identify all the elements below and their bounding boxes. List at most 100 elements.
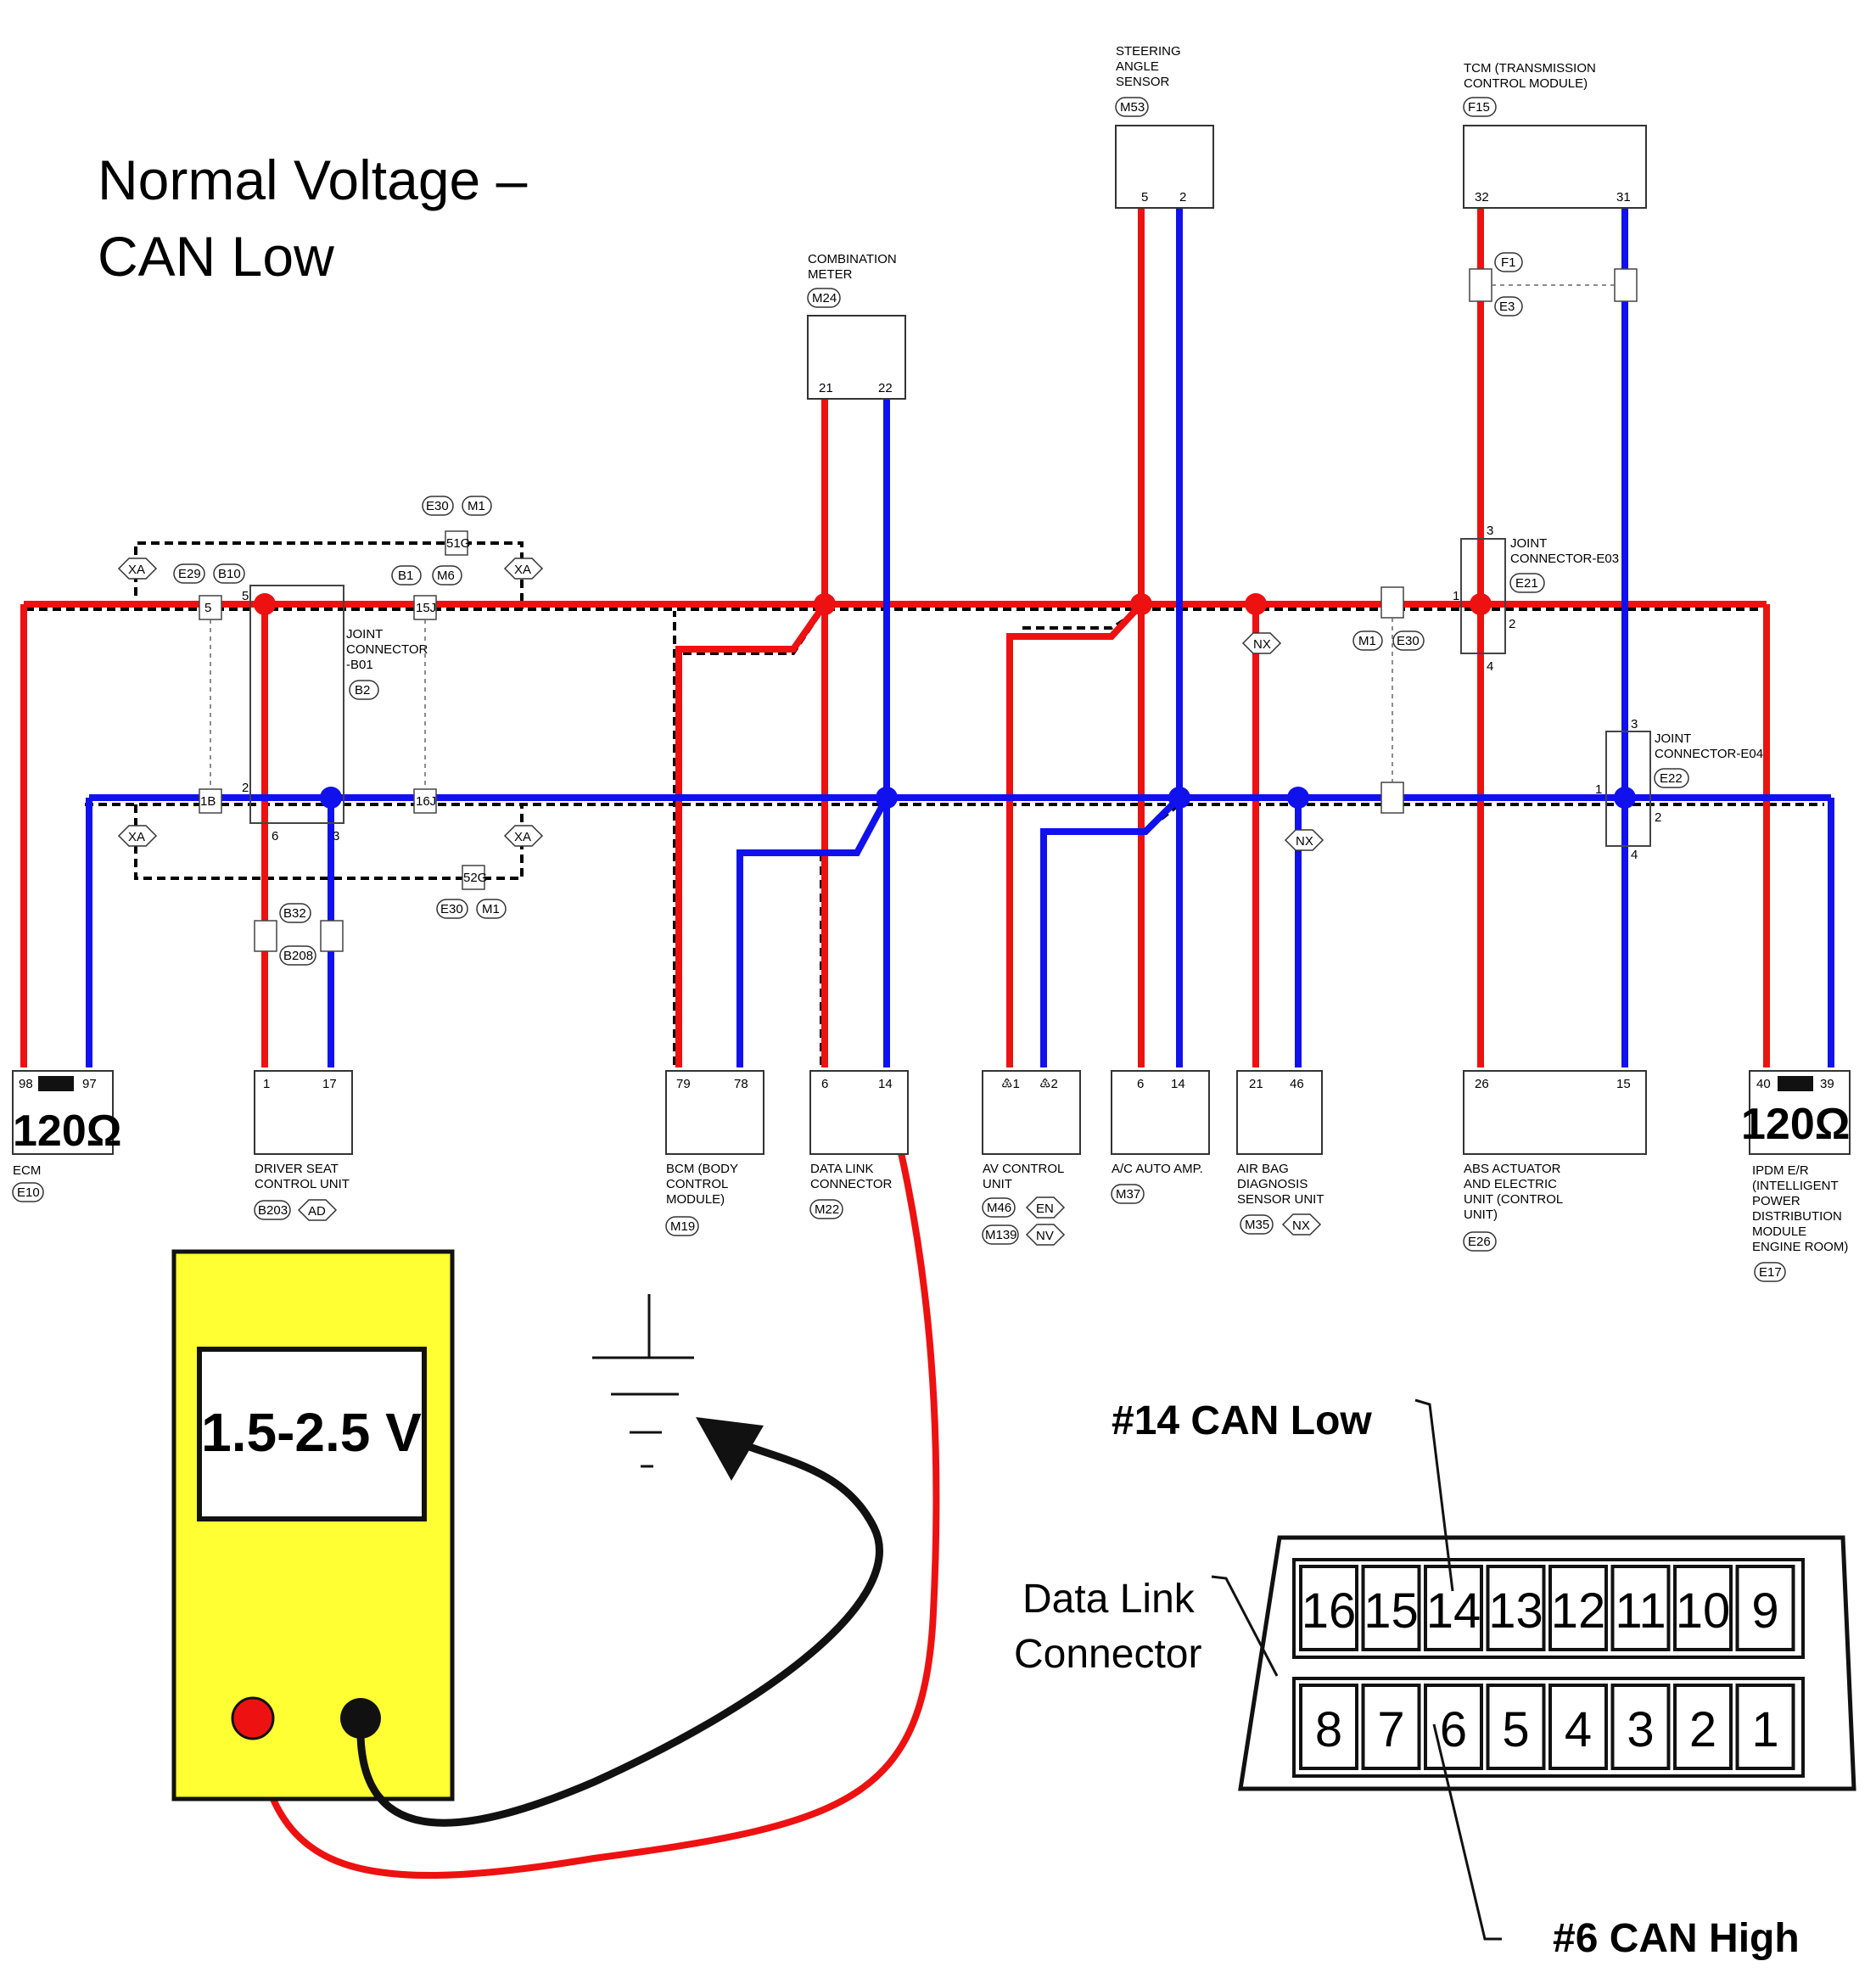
svg-text:16J: 16J: [416, 794, 436, 809]
svg-text:E22: E22: [1660, 771, 1683, 786]
svg-text:2: 2: [1655, 810, 1661, 825]
svg-text:40: 40: [1756, 1077, 1771, 1091]
svg-text:SENSOR: SENSOR: [1116, 75, 1170, 89]
dlc-pin-cell: [1735, 1565, 1795, 1651]
svg-text:ECM: ECM: [13, 1163, 41, 1178]
svg-text:UNIT (CONTROL: UNIT (CONTROL: [1464, 1192, 1563, 1207]
svg-text:XA: XA: [128, 830, 145, 844]
ecm-module: 98 97 120Ω ECM E10: [12, 1070, 121, 1202]
svg-text:MODULE: MODULE: [1752, 1224, 1806, 1239]
svg-text:E3: E3: [1499, 300, 1515, 314]
ipdm-resistor-label: 120Ω: [1741, 1100, 1850, 1149]
red-probe-lead: [251, 1101, 940, 1879]
svg-text:1B: 1B: [200, 794, 216, 809]
svg-text:6: 6: [1137, 1077, 1144, 1091]
svg-text:E17: E17: [1759, 1265, 1782, 1280]
svg-text:ENGINE ROOM): ENGINE ROOM): [1752, 1240, 1848, 1254]
svg-text:3: 3: [333, 829, 339, 843]
bcm-module: 79 78 BCM (BODY CONTROL MODULE) M19: [665, 1070, 764, 1236]
svg-text:46: 46: [1290, 1077, 1304, 1091]
svg-text:ANGLE: ANGLE: [1116, 59, 1159, 74]
dlc-pin-number: 9: [1751, 1583, 1778, 1639]
dlc-pin-cell: [1735, 1684, 1795, 1770]
svg-text:17: 17: [322, 1077, 337, 1091]
svg-text:22: 22: [878, 381, 893, 395]
svg-text:M19: M19: [670, 1219, 695, 1234]
junction-dot: [876, 787, 898, 809]
svg-text:M6: M6: [437, 569, 455, 583]
svg-text:CONNECTOR: CONNECTOR: [810, 1177, 893, 1191]
dlc-pin-cell: [1673, 1684, 1733, 1770]
svg-text:AIR BAG: AIR BAG: [1237, 1162, 1289, 1176]
svg-text:79: 79: [676, 1077, 691, 1091]
dlc-pin-number: 14: [1426, 1583, 1481, 1639]
junction-dot: [814, 593, 836, 615]
title-line-2: CAN Low: [98, 225, 334, 288]
title-line-1: Normal Voltage –: [98, 148, 528, 211]
svg-text:CONTROL MODULE): CONTROL MODULE): [1464, 76, 1588, 91]
joint-connector-b01: JOINT CONNECTOR -B01 B2 5 2 6 3: [242, 585, 428, 843]
air-bag-diagnosis-sensor-unit: 21 46 AIR BAG DIAGNOSIS SENSOR UNIT M35 …: [1236, 1070, 1324, 1236]
multimeter-display: [197, 1347, 427, 1521]
svg-text:E26: E26: [1468, 1235, 1491, 1249]
svg-text:XA: XA: [128, 563, 145, 577]
svg-text:NX: NX: [1292, 1219, 1310, 1233]
svg-text:XA: XA: [514, 830, 531, 844]
svg-text:15J: 15J: [416, 601, 436, 615]
junction-dots: [254, 593, 1636, 809]
svg-text:M1: M1: [468, 499, 485, 513]
ac-auto-amp: 6 14 A/C AUTO AMP. M37: [1111, 1070, 1210, 1204]
svg-text:1: 1: [1595, 782, 1602, 797]
svg-text:E21: E21: [1515, 576, 1538, 591]
svg-text:21: 21: [819, 381, 833, 395]
abs-actuator-unit: 26 15 ABS ACTUATOR AND ELECTRIC UNIT (CO…: [1463, 1070, 1647, 1252]
dlc-pin-cell: [1673, 1565, 1733, 1651]
callout-leaders: [1211, 1398, 1502, 1941]
svg-text:98: 98: [19, 1077, 33, 1091]
svg-text:CONTROL UNIT: CONTROL UNIT: [255, 1177, 350, 1191]
svg-text:(INTELLIGENT: (INTELLIGENT: [1752, 1179, 1839, 1193]
svg-text:B1: B1: [398, 569, 413, 583]
joint-connector-e04: JOINT CONNECTOR-E04 E22 1 2 3 4: [1595, 717, 1763, 862]
svg-text:ABS ACTUATOR: ABS ACTUATOR: [1464, 1162, 1561, 1176]
junction-dot: [1168, 787, 1190, 809]
dlc-pin-number: 1: [1751, 1702, 1778, 1757]
svg-text:BCM (BODY: BCM (BODY: [666, 1162, 738, 1176]
dlc-pin-cell: [1548, 1565, 1608, 1651]
harness-tags: XA XA XA XA E29 B10 B1 M6 E30 M1 51G 52G…: [117, 496, 1425, 966]
svg-text:E29: E29: [178, 567, 201, 581]
svg-text:AND ELECTRIC: AND ELECTRIC: [1464, 1177, 1557, 1191]
dlc-pin-cell: [1361, 1684, 1421, 1770]
svg-text:DIAGNOSIS: DIAGNOSIS: [1237, 1177, 1308, 1191]
svg-text:UNIT): UNIT): [1464, 1208, 1498, 1222]
svg-text:6: 6: [272, 829, 278, 843]
red-probe-jack: [231, 1696, 275, 1740]
svg-text:MODULE): MODULE): [666, 1192, 725, 1207]
multimeter-body: [171, 1249, 455, 1801]
svg-text:14: 14: [1171, 1077, 1185, 1091]
arrow-icon: [696, 1417, 764, 1481]
svg-text:97: 97: [82, 1077, 97, 1091]
junction-dot: [1614, 787, 1636, 809]
dlc-pin-cell: [1548, 1684, 1608, 1770]
junction-dot: [1470, 593, 1492, 615]
svg-text:DATA LINK: DATA LINK: [810, 1162, 873, 1176]
svg-text:-B01: -B01: [346, 658, 373, 672]
svg-text:DISTRIBUTION: DISTRIBUTION: [1752, 1209, 1842, 1224]
svg-text:F15: F15: [1468, 100, 1490, 115]
callout-can-high: #6 CAN High: [1553, 1916, 1800, 1961]
svg-text:15: 15: [1616, 1077, 1631, 1091]
dlc-pin-cell: [1299, 1565, 1358, 1651]
svg-text:M37: M37: [1116, 1187, 1140, 1202]
svg-text:METER: METER: [808, 267, 853, 282]
dlc-pin-cell: [1424, 1565, 1483, 1651]
svg-text:E30: E30: [1397, 634, 1420, 648]
svg-text:21: 21: [1249, 1077, 1263, 1091]
svg-text:TCM (TRANSMISSION: TCM (TRANSMISSION: [1464, 61, 1596, 76]
svg-text:78: 78: [734, 1077, 748, 1091]
svg-text:1: 1: [1453, 589, 1459, 603]
svg-text:B203: B203: [258, 1203, 288, 1218]
